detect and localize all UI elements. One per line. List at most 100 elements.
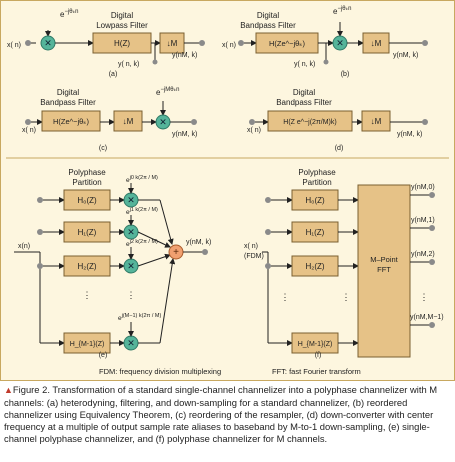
panel-b-tap: y( n, k) — [294, 61, 315, 68]
panel-b-input: x( n) — [222, 42, 236, 49]
panel-c-mixer-label: e−jMθₖn — [156, 87, 180, 97]
panel-b-downsampler-label: ↓M — [371, 39, 382, 48]
panel-f-filter-m1-label: H_{M-1}(Z) — [298, 341, 333, 348]
panel-e-input: x(n) — [18, 243, 30, 250]
panel-e-filter-1-label: H₁(Z) — [78, 228, 97, 237]
panel-a-output: y(nM, k) — [172, 52, 197, 59]
panel-c-input-node — [25, 119, 31, 125]
panel-e-filter-m1-label: H_{M-1}(Z) — [70, 341, 105, 348]
panel-e-tag: (e) — [99, 352, 108, 359]
panel-c-filter-label: H(Ze^−jθₖ) — [53, 117, 90, 126]
panel-d-output: y(nM, k) — [397, 131, 422, 138]
panel-f-output-0: y(nM,0) — [411, 184, 435, 191]
panel-d-filter-title-1: Digital — [293, 88, 315, 97]
panel-e: Polyphase Partition x(n) H₀(Z) ✕ ej0 k(2… — [14, 168, 211, 359]
panel-e-exp-0: ej0 k(2π / M) — [126, 175, 158, 184]
panel-f-filter-0-label: H₀(Z) — [305, 196, 325, 205]
panel-d-tag: (d) — [335, 145, 344, 152]
panel-a-filter-label: H(Z) — [114, 39, 130, 48]
panel-f-ellipsis: ⋮ — [281, 292, 290, 302]
panel-a-filter-title-2: Lowpass Filter — [96, 21, 148, 30]
panel-e-exp-m1: ej(M−1) k(2π / M) — [118, 313, 161, 322]
panel-b: Digital Bandpass Filter e−jθₖn H(Ze^−jθₖ… — [222, 6, 428, 78]
panel-e-exp-2: ej2 k(2π / M) — [126, 239, 158, 248]
panel-a-input-node — [25, 40, 31, 46]
panel-c-output: y(nM, k) — [172, 131, 197, 138]
svg-text:✕: ✕ — [127, 227, 135, 237]
panel-f-output-2: y(nM,2) — [411, 251, 435, 258]
panel-f-filter-1-label: H₁(Z) — [306, 228, 325, 237]
panel-b-mixer-label: e−jθₖn — [333, 6, 352, 16]
panel-b-tag: (b) — [341, 71, 350, 78]
panel-c-filter-title-1: Digital — [57, 88, 79, 97]
footer-fft: FFT: fast Fourier transform — [272, 367, 361, 376]
panel-f-title-1: Polyphase — [298, 168, 336, 177]
panel-f-tag: (f) — [315, 352, 322, 359]
panel-f-input-2: (FDM) — [244, 253, 264, 260]
panel-d-filter-block — [267, 110, 353, 132]
panel-d-filter-label: H(Z e^−j(2π/M)k) — [283, 119, 336, 126]
panel-b-output: y(nM, k) — [393, 52, 418, 59]
svg-text:✕: ✕ — [127, 261, 135, 271]
panel-b-input-node — [238, 40, 244, 46]
panel-c-downsampler-label: ↓M — [123, 117, 134, 126]
panel-c-filter-block — [41, 110, 101, 132]
panel-f-fft-label-1: M–Point — [370, 255, 398, 264]
panel-d-output-node — [422, 119, 428, 125]
panel-e-exp-1: ej1 k(2π / M) — [126, 207, 158, 216]
panel-c-filter-title-2: Bandpass Filter — [40, 98, 96, 107]
panel-b-filter-label: H(Ze^−jθₖ) — [269, 39, 306, 48]
caption-text: Figure 2. Transformation of a standard s… — [4, 384, 438, 444]
panel-e-output-node — [202, 249, 208, 255]
svg-text:✕: ✕ — [127, 195, 135, 205]
panel-e-filter-2-label: H₂(Z) — [77, 262, 96, 271]
panel-d-downsampler-label: ↓M — [371, 117, 382, 126]
svg-text:✕: ✕ — [336, 38, 344, 48]
panel-f-fft-label-2: FFT — [377, 265, 391, 274]
panel-e-ellipsis: ⋮ — [83, 290, 92, 300]
panel-c-downsampler-block — [113, 110, 143, 132]
panel-f-title-2: Partition — [302, 178, 331, 187]
svg-text:⋮: ⋮ — [420, 292, 429, 302]
svg-text:⋮: ⋮ — [342, 292, 351, 302]
panel-b-filter-title-1: Digital — [257, 11, 279, 20]
panel-d-downsampler-block — [361, 110, 391, 132]
panel-d-input-node — [249, 119, 255, 125]
panel-a-tag: (a) — [109, 71, 118, 78]
panel-f-output-1: y(nM,1) — [411, 217, 435, 224]
figure-caption: ▲Figure 2. Transformation of a standard … — [4, 384, 452, 445]
panel-c-input: x( n) — [22, 127, 36, 134]
panel-e-filter-0-label: H₀(Z) — [77, 196, 97, 205]
footer-fdm: FDM: frequency division multiplexing — [99, 367, 221, 376]
panel-a-filter-title-1: Digital — [111, 11, 133, 20]
panel-e-title-2: Partition — [72, 178, 101, 187]
panel-d: Digital Bandpass Filter H(Z e^−j(2π/M)k)… — [247, 88, 428, 152]
svg-text:✕: ✕ — [159, 117, 167, 127]
panel-a-downsampler-label: ↓M — [167, 39, 178, 48]
panel-b-filter-title-2: Bandpass Filter — [240, 21, 296, 30]
panel-e-title-1: Polyphase — [68, 168, 106, 177]
panel-a-mixer-label: e−jθₖn — [60, 9, 79, 19]
panel-c-output-node — [191, 119, 197, 125]
svg-text:⋮: ⋮ — [127, 290, 136, 300]
panel-f: Polyphase Partition x( n) (FDM) H₀(Z) H₁… — [244, 168, 444, 359]
panel-f-fft-block — [357, 184, 411, 358]
panel-f-filter-2-label: H₂(Z) — [305, 262, 324, 271]
panel-a-tap: y( n, k) — [118, 61, 139, 68]
caption-marker-icon: ▲ — [4, 385, 13, 395]
panel-c-tag: (c) — [99, 145, 107, 152]
panel-d-input: x( n) — [247, 127, 261, 134]
panel-f-input-1: x( n) — [244, 243, 258, 250]
svg-text:+: + — [173, 247, 179, 258]
panel-a: e−jθₖn Digital Lowpass Filter ✕ H(Z) ↓M … — [7, 9, 205, 78]
panel-c: Digital Bandpass Filter e−jMθₖn H(Ze^−jθ… — [22, 87, 197, 152]
panel-b-output-node — [422, 40, 428, 46]
panel-a-input: x( n) — [7, 42, 21, 49]
panel-d-filter-title-2: Bandpass Filter — [276, 98, 332, 107]
panel-a-output-node — [199, 40, 205, 46]
panel-e-output: y(nM, k) — [186, 239, 211, 246]
panel-f-output-m1: y(nM,M−1) — [410, 314, 444, 321]
svg-text:✕: ✕ — [127, 338, 135, 348]
svg-text:✕: ✕ — [44, 38, 52, 48]
